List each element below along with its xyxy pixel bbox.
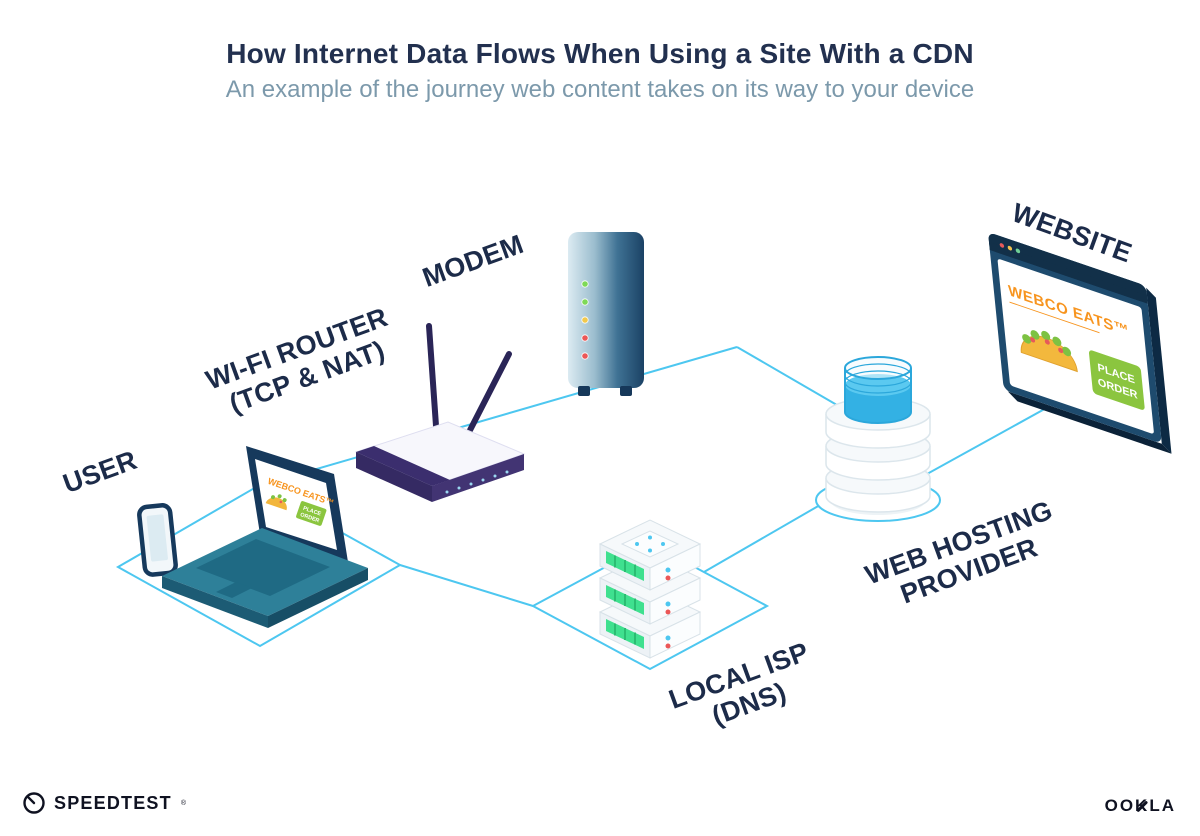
speedtest-logo: SPEEDTEST ® xyxy=(22,791,186,815)
ookla-logo: OOKLA xyxy=(1105,796,1176,816)
speedtest-wordmark: SPEEDTEST xyxy=(54,792,172,813)
laptop-taco-icon xyxy=(265,497,287,511)
page-subtitle: An example of the journey web content ta… xyxy=(225,76,975,103)
phone-illustration xyxy=(137,503,178,577)
router-antenna-right xyxy=(463,351,512,441)
browser-close-icon xyxy=(999,243,1005,248)
speedtest-trademark: ® xyxy=(180,799,186,807)
local-isp-illustration xyxy=(598,519,702,659)
website-illustration: WEBCO EATS™ PLACE ORDER xyxy=(988,233,1172,454)
laptop-button-text-1: PLACE xyxy=(302,506,322,518)
browser-maximize-icon xyxy=(1015,248,1021,254)
speedtest-gauge-icon xyxy=(23,792,45,814)
line-laptop-to-isp xyxy=(399,564,534,607)
line-laptop-to-modem xyxy=(257,346,738,487)
wifi-router-illustration xyxy=(354,323,526,502)
web-hosting-illustration xyxy=(815,356,941,522)
modem-illustration xyxy=(568,232,644,396)
browser-minimize-icon xyxy=(1007,245,1013,251)
data-cylinder xyxy=(844,356,912,424)
page-title: How Internet Data Flows When Using a Sit… xyxy=(226,38,974,69)
user-devices-illustration: WEBCO EATS™ PLACE ORDER xyxy=(137,446,368,628)
website-place-order-button xyxy=(1088,350,1145,410)
line-isp-to-hosting xyxy=(703,504,821,573)
modem-status-lights xyxy=(581,280,589,360)
website-taco-icon xyxy=(1020,330,1078,373)
router-antenna-left xyxy=(426,323,440,443)
server-disks xyxy=(825,397,931,513)
laptop-place-order-button xyxy=(296,501,327,526)
